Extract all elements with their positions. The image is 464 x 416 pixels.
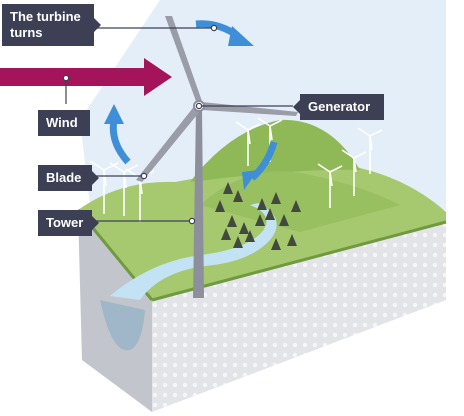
label-generator: Generator [293, 94, 384, 120]
blade-left [136, 104, 201, 182]
label-turbine-turns: The turbine turns [2, 4, 101, 46]
turbine-tower [193, 108, 204, 298]
label-blade: Blade [38, 165, 99, 191]
forest [215, 182, 301, 250]
ground-front-dots [152, 222, 446, 412]
river-cutaway [100, 300, 145, 351]
leader-lines [65, 27, 293, 222]
leader-dots [62, 24, 218, 225]
blade-top [165, 16, 203, 104]
label-wind: Wind [38, 110, 90, 136]
rotation-arrow-heads [104, 26, 258, 190]
label-tower: Tower [38, 210, 99, 236]
wind-arrow-icon [0, 58, 172, 96]
hill-front [200, 171, 400, 232]
river [110, 203, 277, 300]
rotation-arrow-right-icon [249, 141, 278, 181]
hill-back [190, 119, 360, 182]
